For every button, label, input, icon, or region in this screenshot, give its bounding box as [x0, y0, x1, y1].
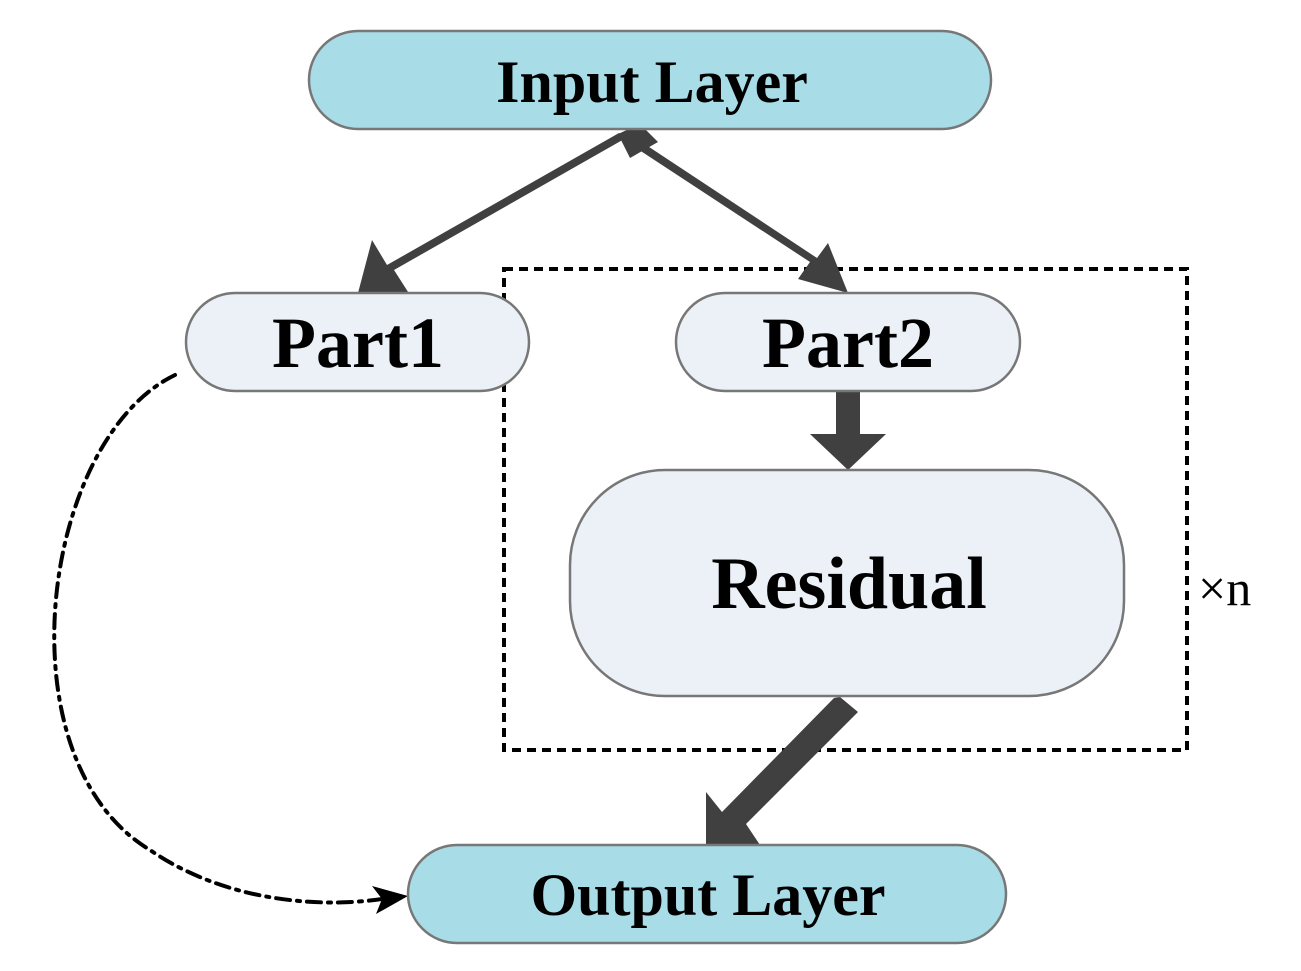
- part1-label: Part1: [272, 303, 444, 383]
- output-layer-label: Output Layer: [530, 862, 885, 928]
- part2-label: Part2: [762, 303, 934, 383]
- shortcut-part1-to-output: [52, 373, 390, 905]
- repeat-block-boundary: [502, 267, 1189, 752]
- arrow-input-to-part2: [630, 139, 848, 293]
- repeat-count-label: ×n: [1198, 560, 1251, 616]
- residual-label: Residual: [711, 543, 987, 625]
- residual-node: Residual: [568, 468, 1126, 698]
- part2-node: Part2: [674, 291, 1022, 393]
- arrow-residual-to-output: [706, 697, 858, 848]
- output-layer-node: Output Layer: [406, 843, 1008, 945]
- part1-node: Part1: [184, 291, 531, 393]
- input-layer-label: Input Layer: [496, 49, 808, 115]
- arrow-origin-junction: [618, 124, 658, 158]
- arrow-part2-to-residual: [810, 388, 886, 470]
- shortcut-arrowhead: [372, 886, 408, 914]
- input-layer-node: Input Layer: [307, 29, 993, 131]
- arrow-input-to-part1: [358, 133, 626, 295]
